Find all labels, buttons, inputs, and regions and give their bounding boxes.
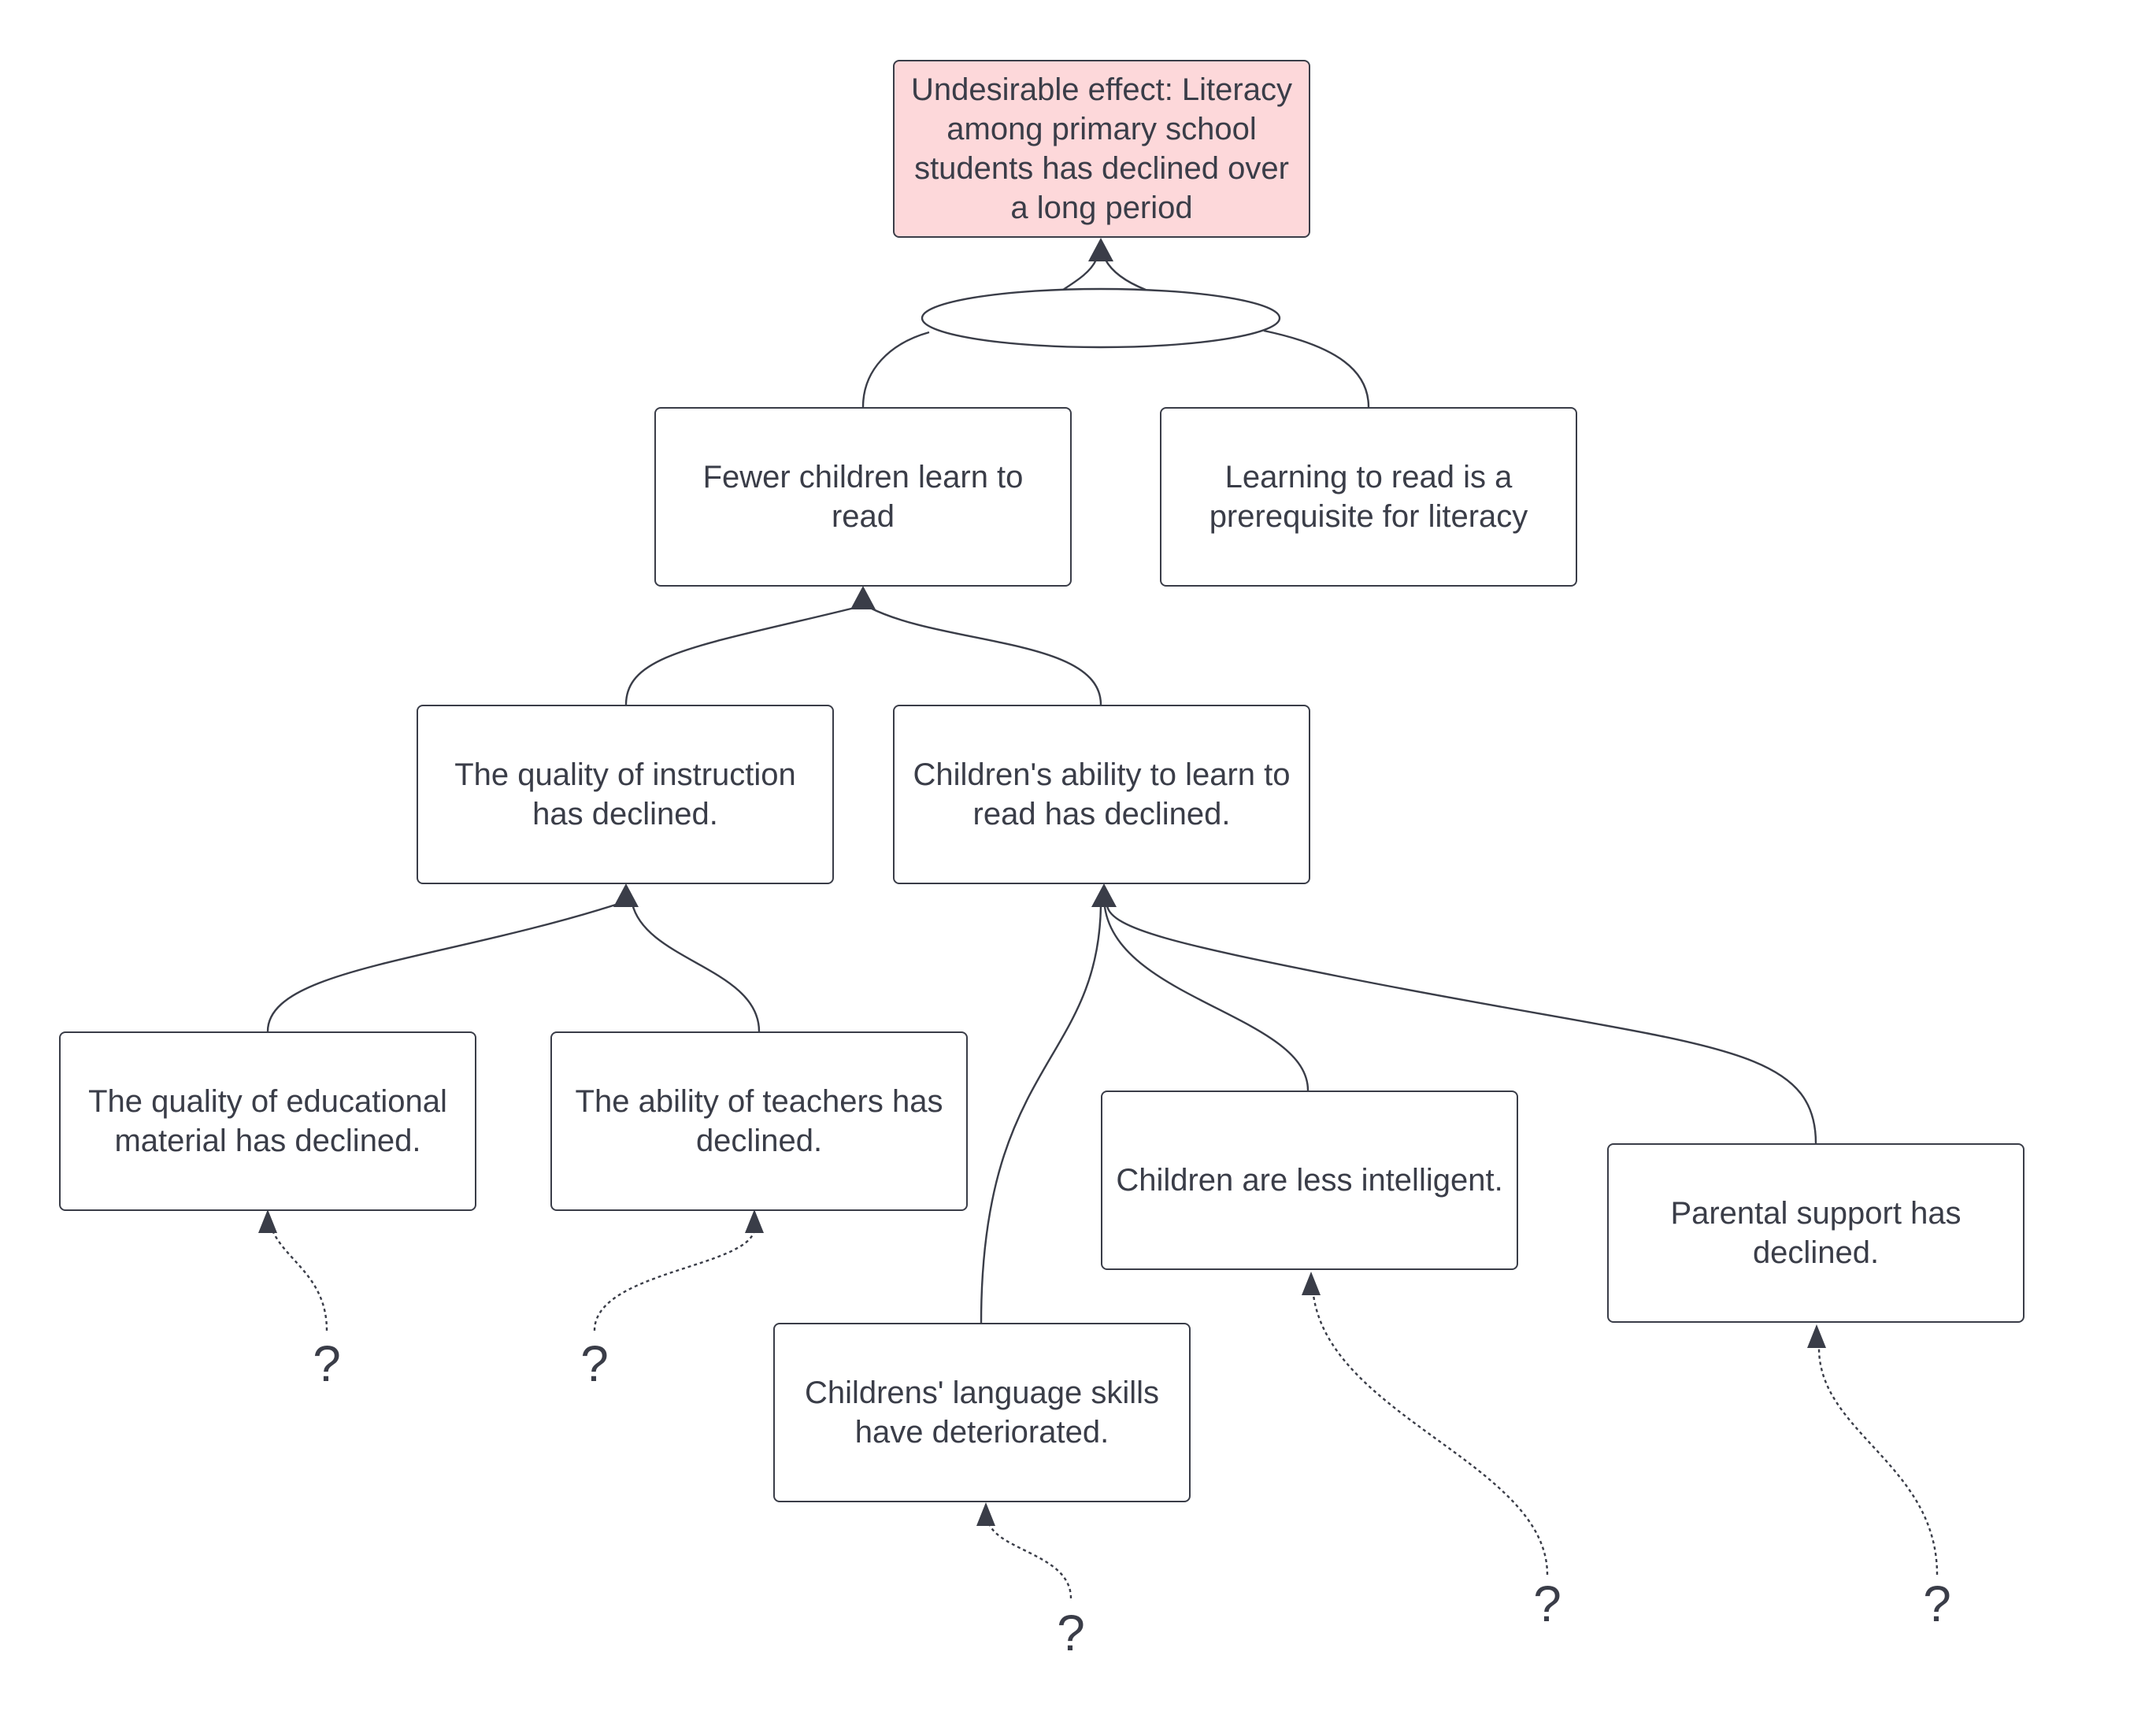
parental-support-text: Parental support has declined. <box>1670 1196 1962 1270</box>
parental-support-node: Parental support has declined. <box>1607 1143 2024 1323</box>
unknown-cause-parental: ? <box>1923 1576 1951 1632</box>
arrowhead-material <box>258 1209 277 1233</box>
language-skills-text: Childrens' language skills have deterior… <box>804 1376 1160 1450</box>
fewer-children-node: Fewer children learn to read <box>654 407 1072 587</box>
edge-junction-to-effect-right <box>1104 259 1147 291</box>
arrowhead-effect <box>1088 238 1113 261</box>
unknown-cause-teachers: ? <box>580 1335 609 1392</box>
prerequisite-text: Learning to read is a prerequisite for l… <box>1209 460 1528 534</box>
ability-children-text: Children's ability to learn to read has … <box>913 757 1291 831</box>
and-junction-ellipse <box>921 287 1281 349</box>
edge-intelligent-to-ability <box>1103 906 1310 1091</box>
edge-language-to-ability <box>980 905 1102 1324</box>
edge-material-to-instruction <box>266 902 619 1032</box>
quality-instruction-node: The quality of instruction has declined. <box>417 705 834 884</box>
ability-teachers-text: The ability of teachers has declined. <box>575 1084 943 1158</box>
unknown-cause-material: ? <box>313 1335 341 1392</box>
unknown-cause-language: ? <box>1057 1605 1085 1661</box>
edge-fewer-children-to-junction <box>861 331 930 408</box>
edge-ability-to-fewer <box>869 606 1102 705</box>
dotted-edge-material <box>270 1228 328 1331</box>
arrowhead-ability <box>1091 883 1117 907</box>
undesirable-effect-text: Undesirable effect: Literacy among prima… <box>911 72 1292 225</box>
dotted-edge-intelligent <box>1312 1294 1549 1576</box>
edge-teachers-to-instruction <box>631 903 761 1032</box>
educational-material-text: The quality of educational material has … <box>88 1084 447 1158</box>
ability-children-node: Children's ability to learn to read has … <box>893 705 1310 884</box>
undesirable-effect-node: Undesirable effect: Literacy among prima… <box>893 60 1310 238</box>
arrowhead-language <box>976 1502 995 1526</box>
unknown-cause-intelligent: ? <box>1533 1576 1561 1632</box>
edge-parental-to-ability <box>1106 905 1817 1144</box>
edge-instruction-to-fewer <box>624 606 855 705</box>
prerequisite-node: Learning to read is a prerequisite for l… <box>1160 407 1577 587</box>
arrowhead-parental <box>1807 1324 1826 1348</box>
edge-prerequisite-to-junction <box>1263 329 1370 408</box>
dotted-edge-language <box>987 1523 1072 1599</box>
quality-instruction-text: The quality of instruction has declined. <box>454 757 796 831</box>
less-intelligent-text: Children are less intelligent. <box>1116 1163 1503 1198</box>
dotted-edge-parental <box>1817 1347 1939 1576</box>
arrowhead-teachers <box>745 1209 764 1233</box>
ability-teachers-node: The ability of teachers has declined. <box>550 1031 968 1211</box>
arrowhead-intelligent <box>1302 1272 1321 1295</box>
less-intelligent-node: Children are less intelligent. <box>1101 1091 1518 1270</box>
arrowhead-instruction <box>613 883 639 907</box>
fewer-children-text: Fewer children learn to read <box>702 460 1024 534</box>
arrowhead-fewer-children <box>850 586 876 609</box>
edge-junction-to-effect-left <box>1062 259 1098 291</box>
dotted-edge-teachers <box>593 1229 756 1331</box>
language-skills-node: Childrens' language skills have deterior… <box>773 1323 1191 1502</box>
educational-material-node: The quality of educational material has … <box>59 1031 476 1211</box>
